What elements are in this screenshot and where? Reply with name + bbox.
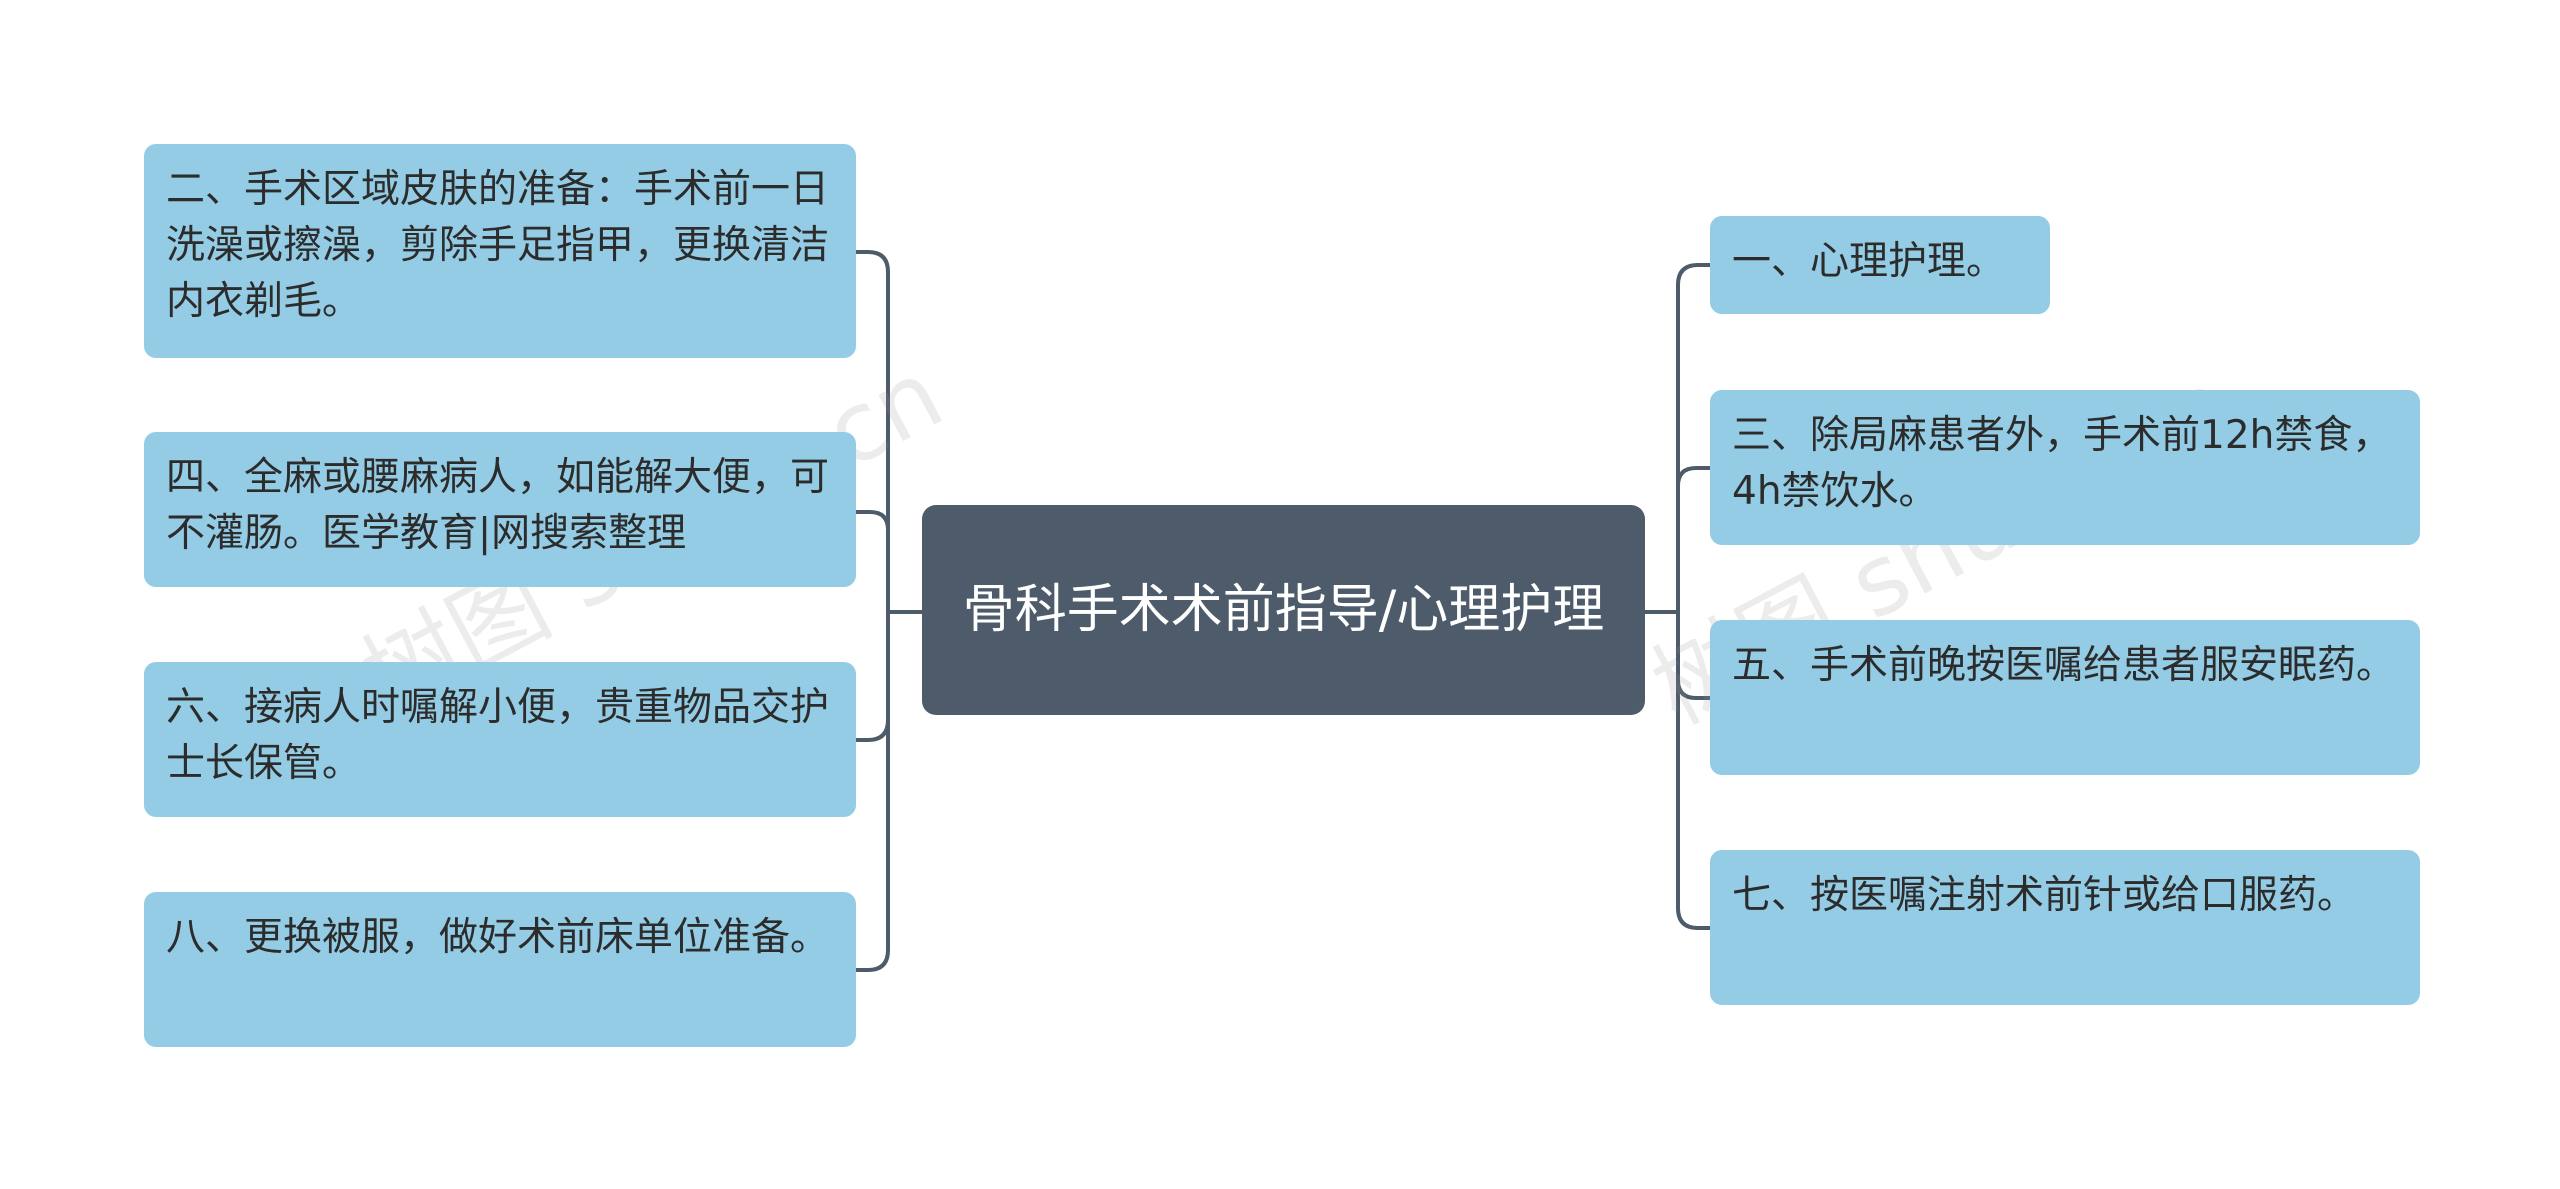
right-node-3[interactable]: 五、手术前晚按医嘱给患者服安眠药。 — [1710, 620, 2420, 775]
left-node-1-label: 二、手术区域皮肤的准备：手术前一日洗澡或擦澡，剪除手足指甲，更换清洁内衣剃毛。 — [166, 167, 830, 324]
left-node-3-label: 六、接病人时嘱解小便，贵重物品交护士长保管。 — [166, 685, 830, 786]
connector-right-4 — [1676, 610, 1712, 930]
right-node-1-label: 一、心理护理。 — [1732, 239, 2006, 284]
right-node-3-label: 五、手术前晚按医嘱给患者服安眠药。 — [1732, 643, 2396, 688]
left-node-1[interactable]: 二、手术区域皮肤的准备：手术前一日洗澡或擦澡，剪除手足指甲，更换清洁内衣剃毛。 — [144, 144, 856, 358]
connector-left-4 — [854, 610, 890, 972]
right-node-4-label: 七、按医嘱注射术前针或给口服药。 — [1732, 873, 2357, 918]
right-node-2[interactable]: 三、除局麻患者外，手术前12h禁食，4h禁饮水。 — [1710, 390, 2420, 545]
connector-left-3 — [854, 610, 890, 742]
right-node-2-label: 三、除局麻患者外，手术前12h禁食，4h禁饮水。 — [1732, 413, 2392, 514]
connector-right-2 — [1676, 466, 1712, 614]
left-node-2[interactable]: 四、全麻或腰麻病人，如能解大便，可不灌肠。医学教育|网搜索整理 — [144, 432, 856, 587]
left-node-4-label: 八、更换被服，做好术前床单位准备。 — [166, 915, 830, 960]
center-topic-node[interactable]: 骨科手术术前指导/心理护理 — [922, 505, 1645, 715]
right-node-1[interactable]: 一、心理护理。 — [1710, 216, 2050, 314]
left-node-3[interactable]: 六、接病人时嘱解小便，贵重物品交护士长保管。 — [144, 662, 856, 817]
center-topic-label: 骨科手术术前指导/心理护理 — [962, 580, 1605, 640]
left-node-2-label: 四、全麻或腰麻病人，如能解大便，可不灌肠。医学教育|网搜索整理 — [166, 455, 830, 556]
right-node-4[interactable]: 七、按医嘱注射术前针或给口服药。 — [1710, 850, 2420, 1005]
left-node-4[interactable]: 八、更换被服，做好术前床单位准备。 — [144, 892, 856, 1047]
connector-right-1 — [1676, 263, 1712, 614]
connector-right-3 — [1676, 610, 1712, 700]
connector-left-1 — [854, 250, 890, 614]
connector-left-2 — [854, 510, 890, 614]
